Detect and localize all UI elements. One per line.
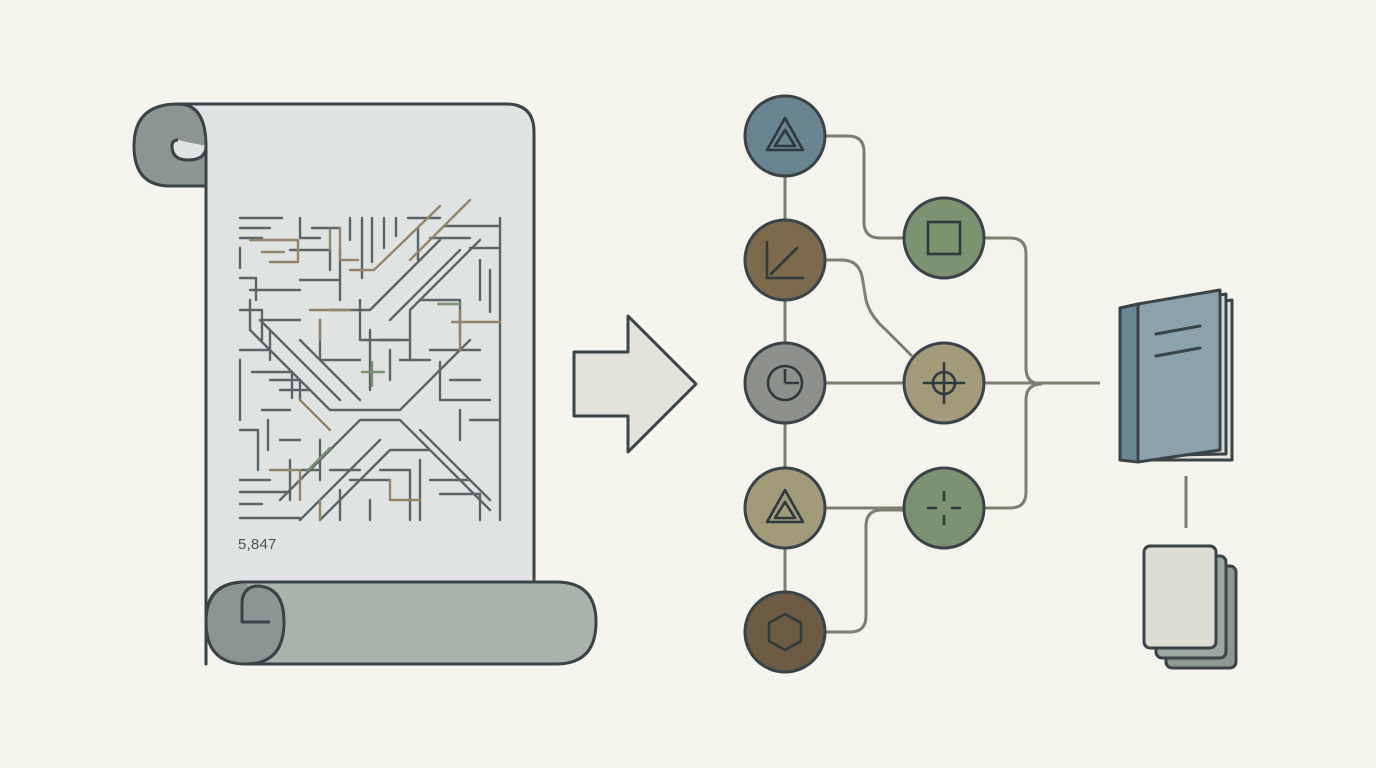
scroll-bottom-roll [246,580,598,666]
clock-icon [766,364,804,402]
chart-axes-icon [765,240,805,280]
scroll-document [132,102,598,666]
card-stack-icon [1142,544,1238,670]
book-icon [1118,288,1234,464]
scroll-top-curl [132,102,208,188]
plus-icon [926,490,962,526]
node-plus-green [902,466,986,550]
triangle-icon [765,488,805,524]
node-crosshair-khaki [902,341,986,425]
scroll-paper [176,102,536,666]
node-triangle-khaki [743,466,827,550]
triangle-icon [765,116,805,152]
hexagon-icon [767,612,803,652]
scroll-count-label: 5,847 [238,536,277,553]
node-square-green [902,196,986,280]
node-chart-brown [743,218,827,302]
node-clock-gray [743,341,827,425]
crosshair-icon [922,361,966,405]
right-arrow [572,314,698,454]
square-icon [926,220,962,256]
node-triangle-blue [743,94,827,178]
maze-pattern [238,198,502,522]
node-hexagon-brown [743,590,827,674]
